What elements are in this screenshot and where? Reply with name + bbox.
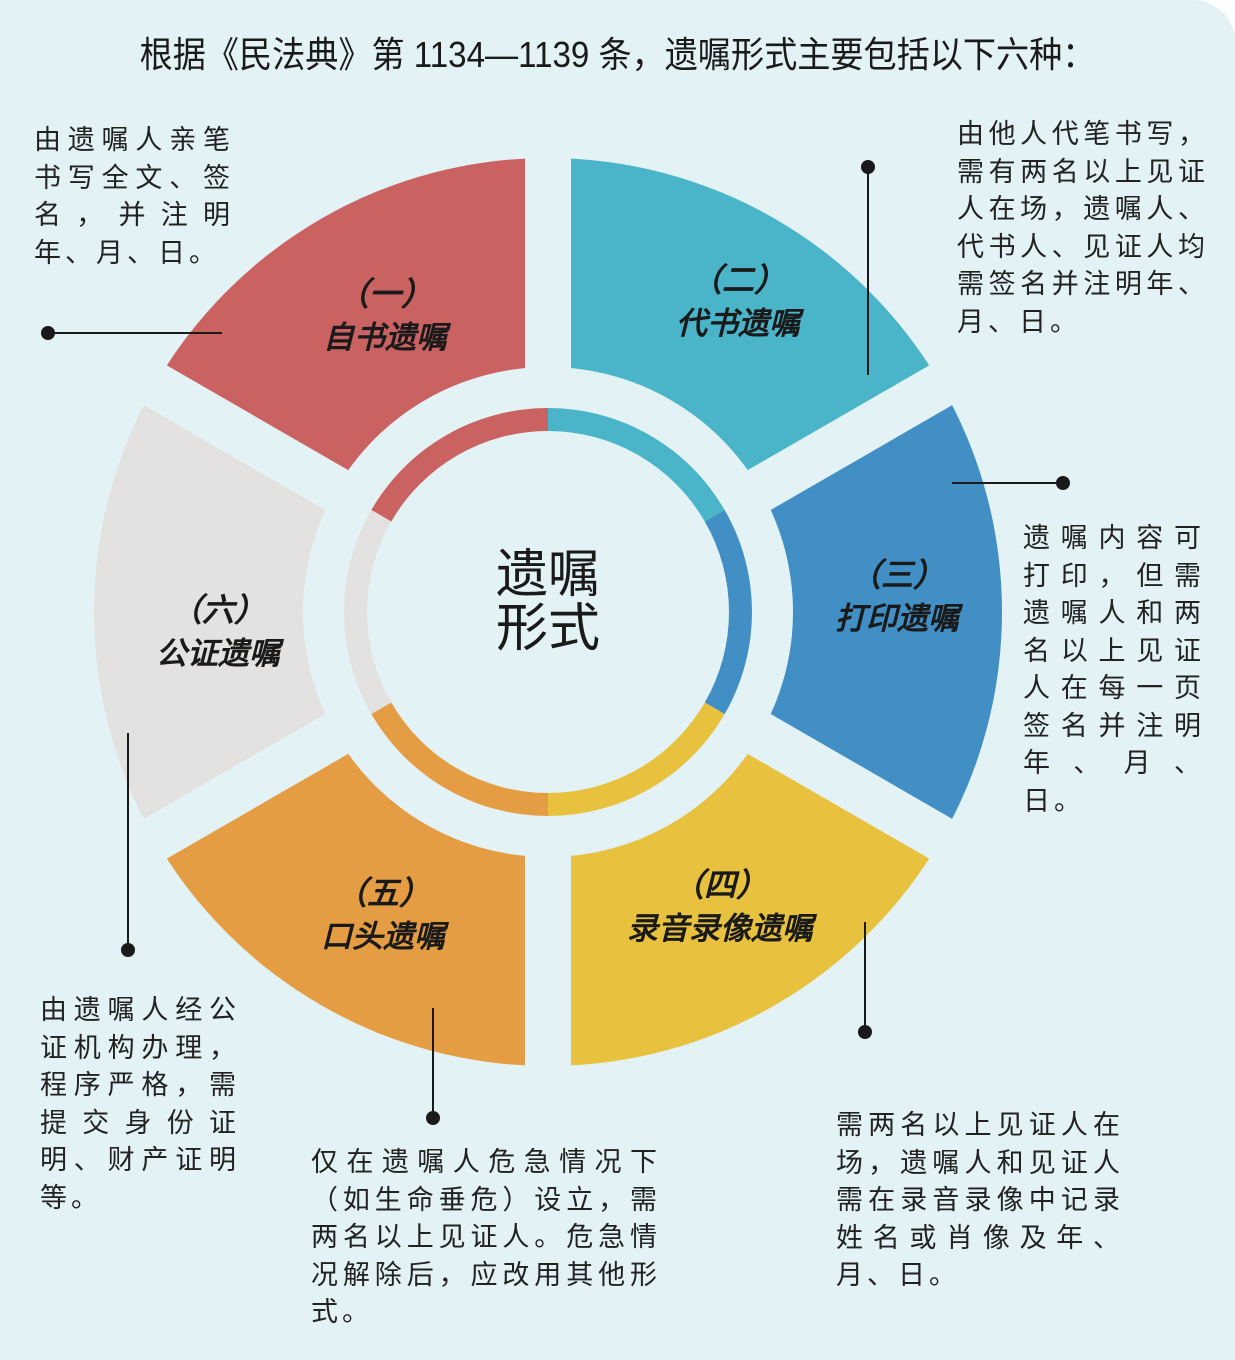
segment-2 [548,158,942,490]
connector-dot-6 [121,943,135,957]
segment-name: 录音录像遗嘱 [627,911,813,947]
segment-number: （二） [689,261,786,299]
connector-dot-1 [41,326,55,340]
segment-label-2: （二） 代书遗嘱 [628,258,848,346]
connector-dot-4 [858,1025,872,1039]
description-5: 仅在遗嘱人危急情况下（如生命垂危）设立，需两名以上见证人。危急情况解除后，应改用… [311,1147,661,1328]
center-label: 遗嘱形式 [495,545,600,659]
segment-gap [536,592,976,872]
inner-ring-segment-4 [548,702,725,816]
segment-1 [154,157,548,490]
inner-ring-segment-1 [371,408,548,522]
inner-ring-segment-2 [548,408,725,522]
inner-ring-segment-6 [344,510,392,714]
segment-number: （六） [169,591,266,629]
segment-number: （一） [336,275,433,313]
segment-gap [120,592,560,872]
description-3: 遗嘱内容可打印，但需遗嘱人和两名以上见证人在每一页签名并注明年、月、日。 [1023,523,1205,817]
segment-number: （三） [848,556,945,594]
segment-3 [760,385,1002,839]
page-title: 根据《民法典》第 1134—1139 条，遗嘱形式主要包括以下六种： [139,34,1096,75]
description-6: 由遗嘱人经公证机构办理，程序严格，需提交身份证明、财产证明等。 [40,995,240,1214]
segment-name: 自书遗嘱 [323,320,447,356]
description-2: 由他人代笔书写，需有两名以上见证人在场，遗嘱人、代书人、见证人均需签名并注明年、… [957,119,1209,338]
segment-name: 打印遗嘱 [835,601,959,637]
segment-number: （五） [334,874,431,912]
inner-ring-segment-3 [704,510,752,714]
segment-gap [536,352,976,632]
segment-label-4: （四） 录音录像遗嘱 [590,863,850,951]
description-1: 由遗嘱人亲笔书写全文、签名，并注明年、月、日。 [34,125,234,269]
connector-dot-5 [426,1111,440,1125]
segment-number: （四） [671,866,768,904]
description-4: 需两名以上见证人在场，遗嘱人和见证人需在录音录像中记录姓名或肖像及年、月、日。 [836,1110,1124,1291]
segment-name: 代书遗嘱 [676,306,800,342]
segment-label-6: （六） 公证遗嘱 [108,588,328,676]
segment-name: 公证遗嘱 [156,636,280,672]
connector-dot-2 [861,160,875,174]
connector-dot-3 [1056,476,1070,490]
inner-ring-segment-5 [371,702,548,816]
segment-name: 口头遗嘱 [321,919,445,955]
segment-gap [120,352,560,632]
segment-label-5: （五） 口头遗嘱 [273,871,493,959]
segment-label-3: （三） 打印遗嘱 [787,553,1007,641]
segment-label-1: （一） 自书遗嘱 [275,272,495,360]
segment-5 [154,734,548,1066]
segment-6 [93,385,336,839]
segment-4 [548,734,942,1066]
